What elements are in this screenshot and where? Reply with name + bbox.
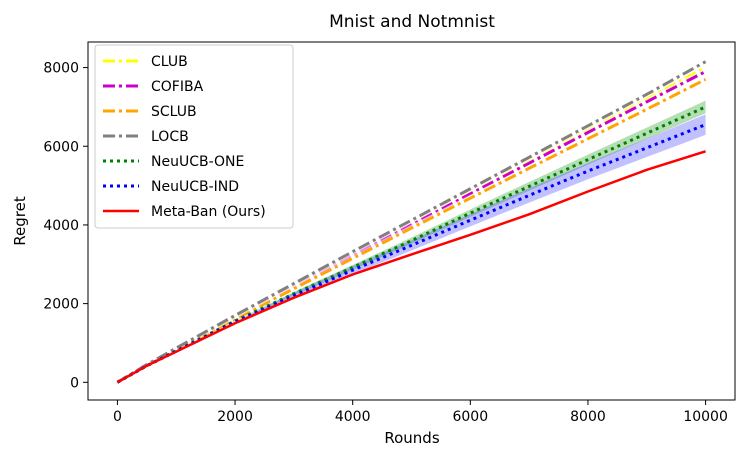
x-tick-label: 10000	[683, 409, 728, 425]
band-4	[117, 100, 706, 383]
x-tick-label: 0	[113, 409, 122, 425]
y-axis-label: Regret	[11, 196, 29, 246]
legend-box	[94, 44, 294, 229]
legend-label: LOCB	[151, 129, 189, 145]
band-5	[117, 114, 706, 383]
y-tick-label: 8000	[43, 61, 79, 77]
legend-label: NeuUCB-ONE	[151, 154, 244, 170]
y-tick-label: 2000	[43, 297, 79, 313]
legend-label: SCLUB	[151, 104, 197, 120]
chart-title: Mnist and Notmnist	[329, 12, 495, 32]
legend: CLUB COFIBA SCLUB LOCB NeuUCB-ONE NeuUCB-IND M…	[94, 44, 294, 229]
x-tick-label: 8000	[570, 409, 606, 425]
x-tick-label: 4000	[335, 409, 371, 425]
series-line-2	[116, 78, 707, 384]
x-axis-ticks: 0 2000 4000 6000 8000 10000	[113, 400, 728, 425]
x-tick-label: 2000	[217, 409, 253, 425]
confidence-bands	[117, 100, 706, 383]
legend-label: Meta-Ban (Ours)	[151, 204, 266, 220]
series-line-6	[116, 150, 706, 384]
series-lines	[115, 59, 708, 385]
y-tick-label: 6000	[43, 139, 79, 155]
series-line-3	[116, 60, 707, 384]
x-tick-label: 6000	[452, 409, 488, 425]
y-axis-ticks: 0 2000 4000 6000 8000	[43, 61, 88, 391]
x-axis-label: Rounds	[384, 429, 439, 447]
legend-label: COFIBA	[151, 79, 204, 95]
y-tick-label: 4000	[43, 218, 79, 234]
series-line-5	[116, 123, 707, 384]
y-tick-label: 0	[70, 375, 79, 391]
legend-label: NeuUCB-IND	[151, 179, 239, 195]
series-line-4	[116, 105, 707, 384]
legend-label: CLUB	[151, 54, 188, 70]
plot-frame	[87, 41, 736, 401]
